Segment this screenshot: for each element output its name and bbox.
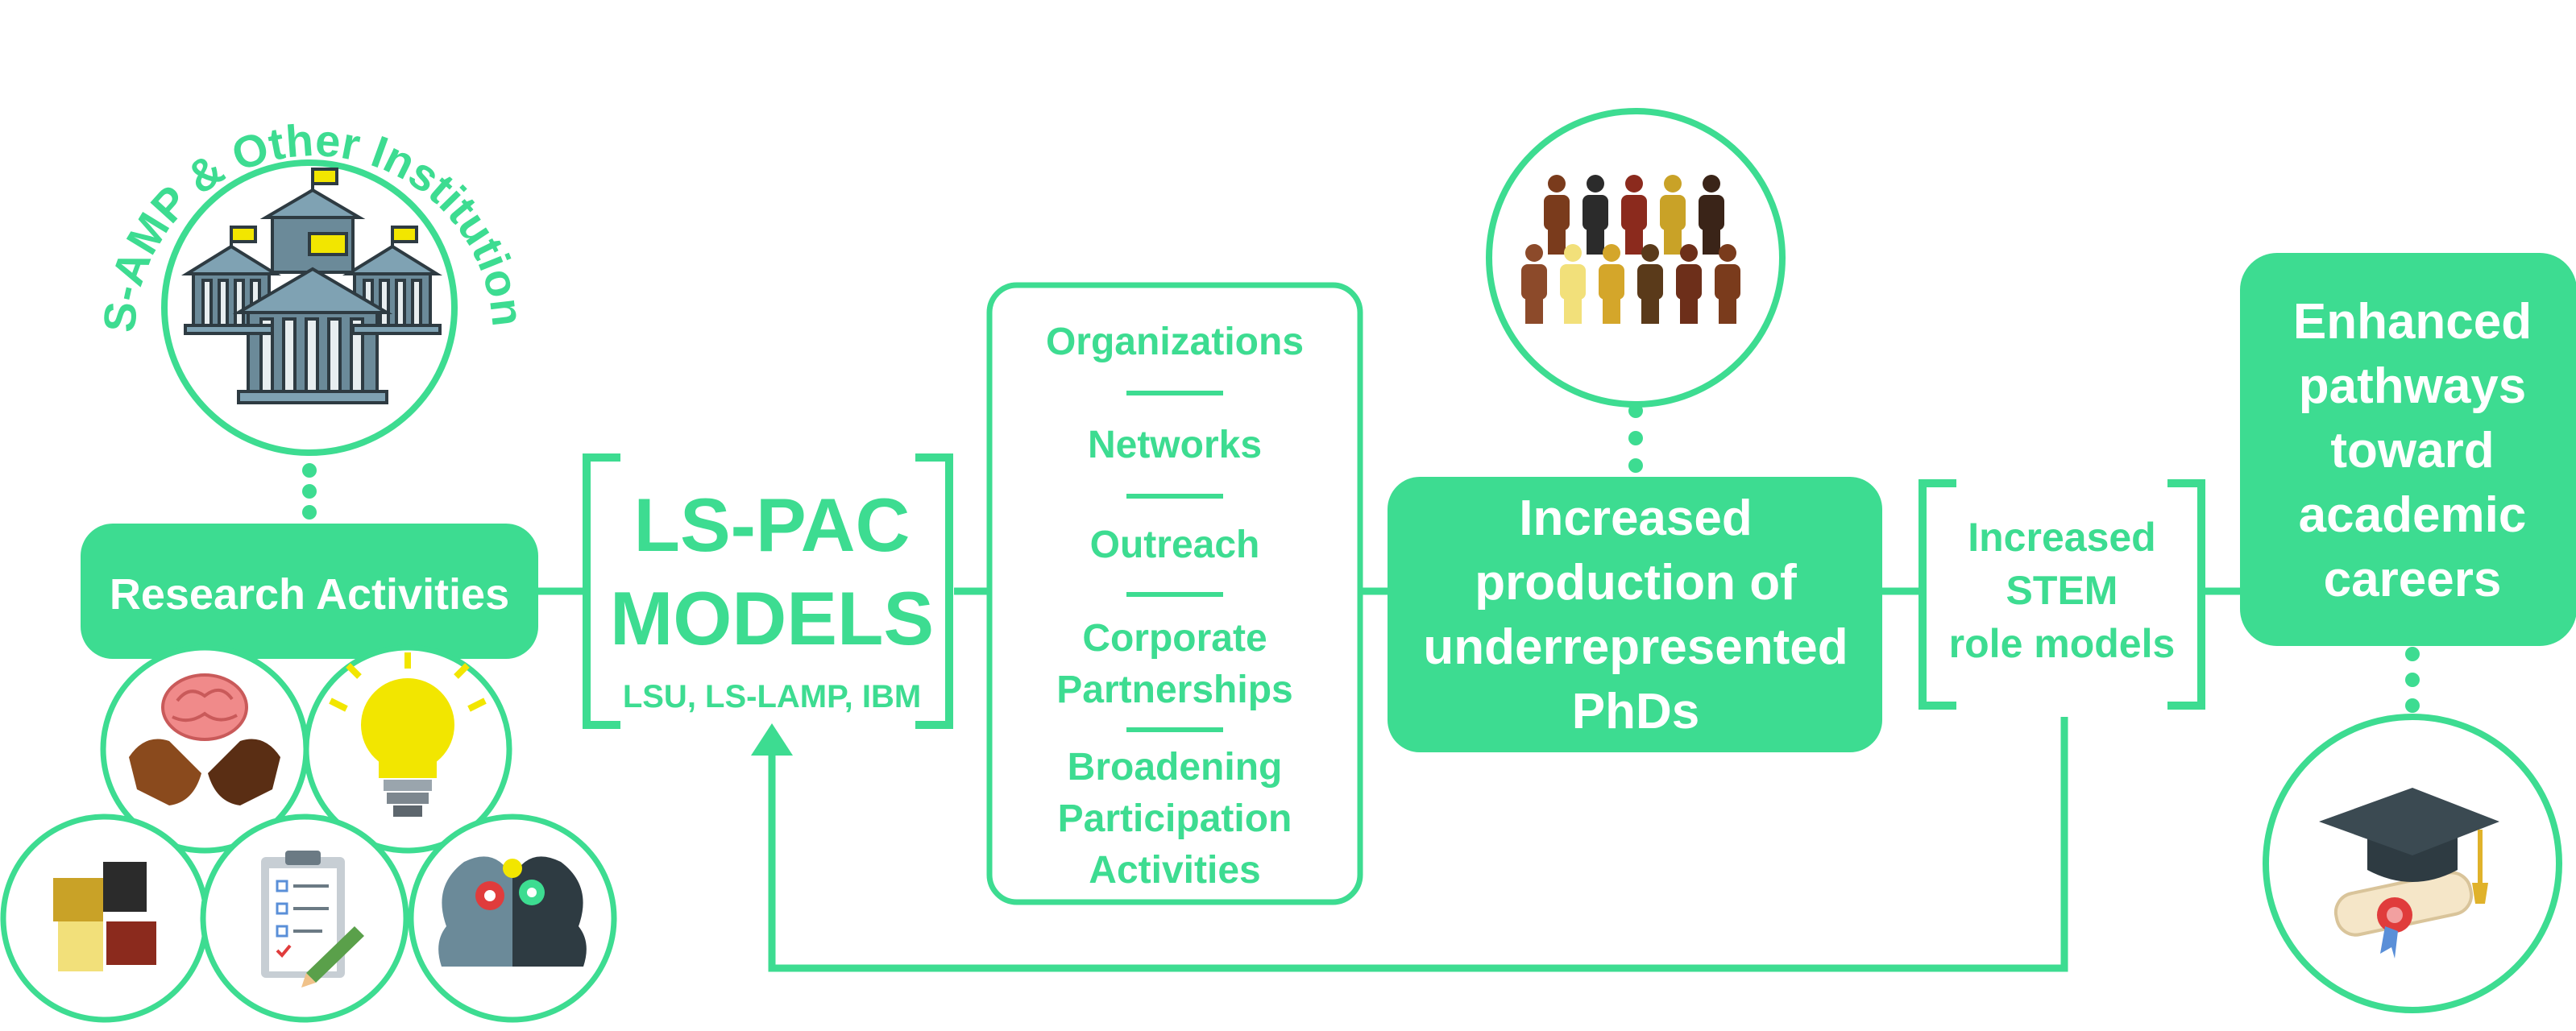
production-box — [1388, 477, 1882, 752]
dot — [1628, 431, 1643, 445]
person-figure — [1521, 244, 1547, 324]
pathways-line: toward — [2330, 423, 2494, 478]
checklist-icon — [200, 814, 409, 1023]
production-text: Increased production of underrepresentedPh… — [1423, 491, 1848, 739]
activity-item-label: Partnerships — [1056, 669, 1292, 711]
pathways-line: pathways — [2299, 358, 2527, 414]
dot — [1628, 458, 1643, 473]
pathways-text: Enhanced pathways toward academic careers — [2293, 294, 2532, 607]
person-figure — [1715, 244, 1740, 324]
institutions-node: LS-AMP & Other Institutions — [0, 0, 534, 456]
models-left-bracket — [583, 453, 620, 729]
models-right-bracket — [915, 453, 953, 729]
production-line: underrepresented — [1423, 619, 1848, 675]
person-figure — [1637, 244, 1663, 324]
role-models-line: role models — [1949, 621, 2176, 666]
person-figure — [1621, 175, 1647, 255]
person-figure — [1560, 244, 1586, 324]
models-node: LS-PAC MODELS LSU, LS-LAMP, IBM — [583, 453, 953, 729]
university-buildings-icon — [180, 168, 443, 404]
graduation-cap-diploma-icon — [2319, 788, 2499, 959]
research-activities-box — [81, 524, 538, 659]
feedback-loop-line — [768, 717, 2068, 972]
production-line: PhDs — [1572, 684, 1699, 739]
pathways-box — [2240, 253, 2576, 646]
thinking-heads-icon — [408, 814, 617, 1023]
models-title-line1: LS-PAC — [634, 482, 911, 567]
dot — [2405, 673, 2420, 687]
activity-item-label: Outreach — [1090, 524, 1260, 566]
activity-item-label: Corporate — [1082, 617, 1267, 660]
person-figure — [1599, 244, 1624, 324]
production-line: Increased — [1519, 491, 1753, 546]
person-figure — [1583, 175, 1608, 255]
role-models-left-bracket — [1919, 479, 1956, 710]
brain-hands-icon — [100, 644, 309, 854]
research-activities-node: Research Activities — [81, 524, 538, 659]
production-node: Increased production of underrepresentedPh… — [1388, 108, 1882, 752]
feedback-arrowhead-icon — [751, 723, 793, 756]
activity-item-label: Participation — [1058, 797, 1292, 840]
research-activities-label: Research Activities — [110, 570, 509, 619]
activities-list: OrganizationsNetworksOutreachCorporatePa… — [1046, 321, 1304, 892]
diverse-hands-icon — [0, 814, 209, 1023]
role-models-line: STEM — [2006, 568, 2118, 613]
lightbulb-icon — [303, 644, 512, 854]
pathways-line: Enhanced — [2293, 294, 2532, 350]
activities-node: OrganizationsNetworksOutreachCorporatePa… — [986, 282, 1363, 905]
pathways-line: academic — [2299, 487, 2527, 543]
models-title-line2: MODELS — [610, 576, 934, 660]
activity-item-label: Activities — [1089, 849, 1260, 892]
research-icons — [0, 644, 617, 1023]
connector-lines — [538, 587, 2240, 972]
person-figure — [1544, 175, 1570, 255]
dot — [302, 463, 317, 478]
role-models-right-bracket — [2167, 479, 2205, 710]
person-figure — [1660, 175, 1686, 255]
person-figure — [1699, 175, 1724, 255]
models-subtitle: LSU, LS-LAMP, IBM — [623, 679, 921, 714]
person-figure — [1676, 244, 1702, 324]
activity-item-label: Networks — [1088, 424, 1262, 466]
dot — [302, 505, 317, 520]
diverse-people-icon — [1521, 175, 1740, 324]
dot — [2405, 698, 2420, 713]
dot — [2405, 647, 2420, 661]
pathways-line: careers — [2324, 552, 2502, 607]
dot — [302, 484, 317, 499]
activity-item-label: Broadening — [1068, 746, 1283, 789]
role-models-line: Increased — [1968, 515, 2155, 560]
activity-item-label: Organizations — [1046, 321, 1304, 363]
pathways-node: Enhanced pathways toward academic careers — [2240, 253, 2576, 1013]
production-line: production of — [1475, 555, 1797, 611]
